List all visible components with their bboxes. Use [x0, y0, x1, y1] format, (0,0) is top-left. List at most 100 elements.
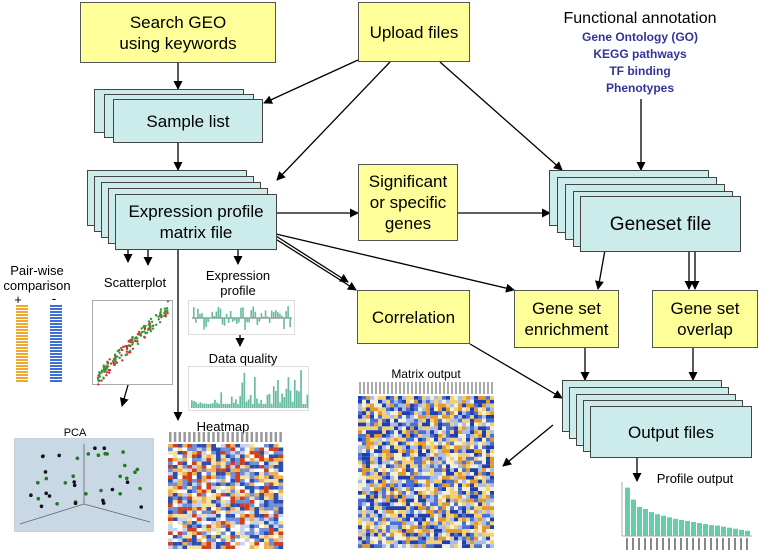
matrix-cell — [366, 399, 370, 404]
matrix-cell — [462, 445, 466, 450]
matrix-cell — [478, 502, 482, 507]
heatmap-cell — [216, 444, 221, 448]
heatmap-cell — [168, 538, 173, 542]
matrix-cell — [362, 430, 366, 434]
matrix-cell — [398, 513, 402, 518]
heatmap-cell — [273, 545, 279, 549]
matrix-cell — [390, 449, 394, 453]
matrix-cell — [454, 422, 458, 427]
matrix-cell — [394, 506, 398, 510]
matrix-cell — [450, 540, 454, 545]
matrix-cell — [374, 498, 378, 503]
scatter-point — [134, 339, 137, 343]
heatmap-cell — [264, 472, 269, 476]
matrix-cell — [458, 396, 462, 400]
heatmap-cell — [240, 510, 245, 514]
heatmap-cell — [249, 475, 255, 479]
heatmap-cell — [168, 444, 173, 448]
heatmap-cell — [192, 503, 197, 507]
heatmap-cell — [240, 524, 245, 528]
matrix-cell — [434, 426, 438, 431]
heatmap-cell — [201, 472, 207, 476]
matrix-cell — [366, 529, 370, 533]
heatmap-cell — [254, 538, 260, 542]
matrix-cell — [482, 437, 486, 442]
heatmap-cell — [168, 479, 173, 483]
matrix-cell — [446, 529, 450, 533]
matrix-cell — [470, 430, 474, 434]
heatmap-cell — [172, 472, 178, 476]
matrix-cell — [366, 437, 370, 442]
matrix-cell — [466, 396, 470, 400]
matrix-cell — [394, 491, 398, 495]
matrix-cell — [454, 510, 458, 514]
matrix-cell — [374, 453, 378, 457]
matrix-cell — [382, 544, 386, 548]
matrix-cell — [362, 479, 366, 484]
matrix-cell — [442, 464, 446, 469]
matrix-cell — [362, 525, 366, 529]
pairwise-minus-bar — [50, 332, 62, 334]
matrix-cell — [478, 403, 482, 408]
heatmap-cell — [264, 500, 269, 504]
heatmap-cell — [168, 447, 173, 451]
matrix-cell — [462, 415, 466, 419]
expression-profile-bar — [283, 318, 285, 329]
matrix-cell — [362, 415, 366, 419]
matrix-cell — [430, 483, 434, 488]
heatmap-cell — [264, 538, 269, 542]
matrix-cell — [426, 513, 430, 518]
scatter-point — [112, 358, 116, 361]
correlation-box: Correlation — [357, 290, 470, 344]
expression-profile-bar — [205, 318, 207, 327]
matrix-cell — [398, 479, 402, 484]
matrix-cell — [378, 483, 382, 488]
heatmap-cell — [235, 503, 240, 507]
matrix-cell — [406, 513, 410, 518]
matrix-cell — [470, 472, 474, 476]
heatmap-cell — [273, 496, 279, 500]
heatmap-cell — [230, 489, 236, 493]
matrix-cell — [422, 525, 426, 529]
matrix-cell — [370, 415, 374, 419]
matrix-cell — [426, 441, 430, 446]
profile-output-tick-label — [662, 538, 664, 550]
matrix-cell — [402, 540, 406, 545]
matrix-cell — [454, 483, 458, 488]
matrix-cell — [382, 502, 386, 507]
matrix-cell — [490, 483, 494, 488]
expression-profile-bar — [268, 318, 271, 323]
data-quality-bar — [191, 400, 193, 408]
matrix-cell — [458, 434, 462, 438]
heatmap-cell — [182, 444, 188, 448]
heatmap-cell — [273, 524, 279, 528]
matrix-cell — [454, 529, 458, 533]
matrix-cell — [470, 479, 474, 484]
heatmap-cell — [230, 500, 236, 504]
heatmap-column-label — [212, 432, 215, 442]
matrix-cell — [414, 494, 418, 499]
heatmap-cell — [230, 521, 236, 525]
heatmap-cell — [216, 468, 221, 472]
matrix-cell — [470, 418, 474, 423]
matrix-cell — [418, 487, 422, 491]
matrix-cell — [438, 449, 442, 453]
heatmap-cell — [254, 531, 260, 535]
arrow-matrix-to-enrichment — [275, 233, 515, 293]
matrix-cell — [394, 468, 398, 472]
heatmap-cell — [192, 500, 197, 504]
heatmap-cell — [182, 507, 188, 511]
heatmap-cell — [177, 510, 183, 514]
heatmap-cell — [268, 479, 274, 483]
matrix-cell — [474, 532, 478, 537]
matrix-cell — [390, 491, 394, 495]
matrix-cell — [450, 491, 454, 495]
expression-profile-bar — [242, 307, 244, 318]
heatmap-cell — [273, 542, 279, 546]
matrix-cell — [474, 426, 478, 431]
matrix-cell — [442, 521, 446, 526]
matrix-cell — [490, 491, 494, 495]
matrix-cell — [414, 491, 418, 495]
heatmap-cell — [216, 517, 221, 521]
matrix-cell — [386, 453, 390, 457]
